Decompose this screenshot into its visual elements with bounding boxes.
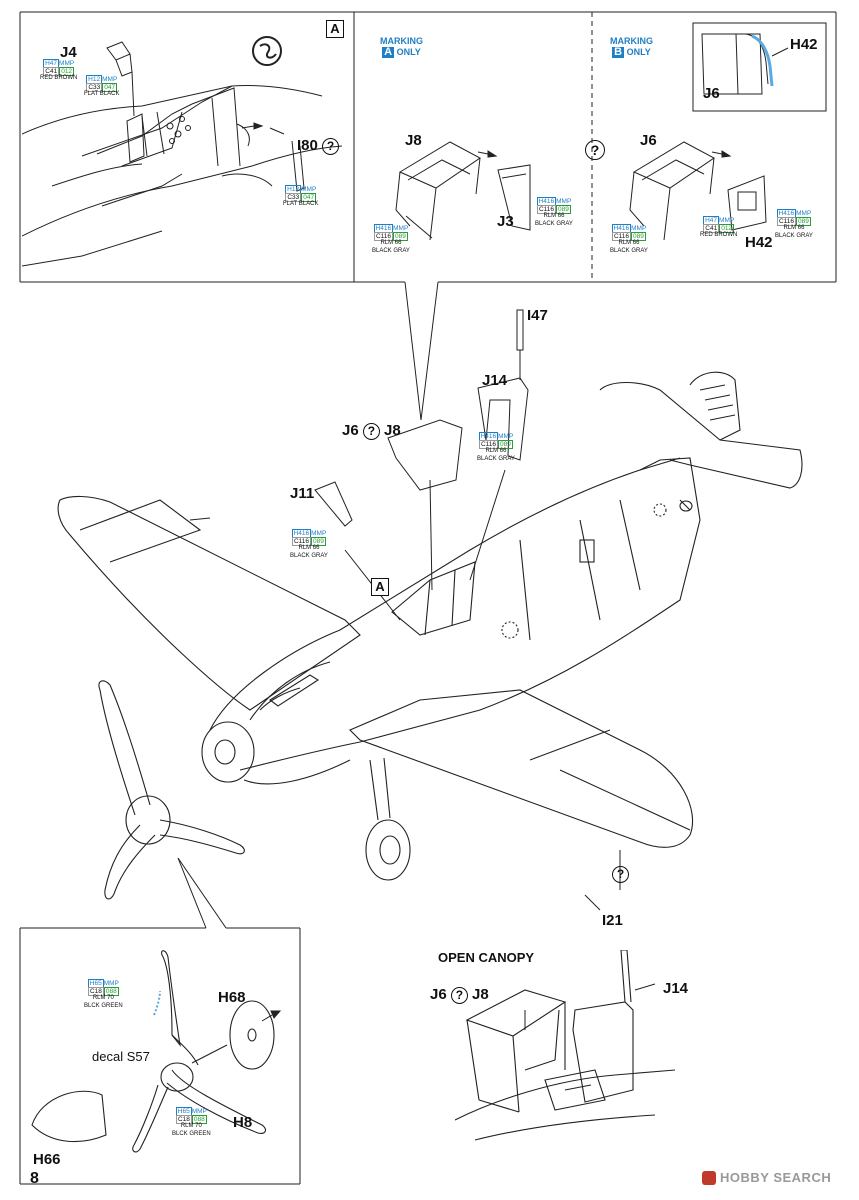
open-canopy-drawing: [455, 950, 676, 1141]
part-i21: I21: [602, 912, 623, 929]
part-i47: I47: [527, 307, 548, 324]
part-j14-open: J14: [663, 980, 689, 997]
part-h42-inset: H42: [790, 36, 818, 53]
part-j6-inset: J6: [703, 85, 720, 102]
step-a-box-label: A: [326, 20, 344, 38]
question-icon: ?: [362, 423, 380, 440]
part-h42-b: H42: [745, 234, 773, 251]
part-j8-a: J8: [405, 132, 422, 149]
aircraft-main-drawing: [57, 309, 803, 911]
part-j6-j8-open: J6 ? J8: [430, 986, 489, 1004]
part-j11: J11: [290, 485, 315, 502]
step-a-reference-box: A: [371, 578, 389, 596]
inset-box-drawing: [692, 22, 827, 112]
part-j14: J14: [482, 372, 508, 389]
marking-b-label: MARKING B ONLY: [610, 36, 653, 58]
question-icon: ?: [450, 987, 468, 1004]
canopy-parts-b-drawing: [629, 141, 767, 240]
part-j6-j8-main: J6 ? J8: [342, 422, 401, 440]
part-h8: H8: [233, 1114, 253, 1131]
open-canopy-title: OPEN CANOPY: [438, 950, 535, 965]
canopy-parts-a-drawing: [395, 141, 531, 241]
hobby-search-watermark: HOBBY SEARCH: [702, 1170, 831, 1185]
part-j4: J4: [60, 44, 77, 61]
part-j3: J3: [497, 213, 514, 230]
part-i80: I80 ?: [297, 137, 340, 155]
decal-s57-label: decal S57: [92, 1049, 150, 1064]
marking-a-label: MARKING A ONLY: [380, 36, 423, 58]
question-icon: ?: [322, 138, 340, 155]
part-h66: H66: [33, 1151, 61, 1168]
hobby-search-logo-icon: [702, 1170, 716, 1185]
page-number: 8: [30, 1170, 39, 1187]
question-icon: ?: [585, 140, 605, 160]
part-j6-b: J6: [640, 132, 657, 149]
question-icon: ?: [612, 866, 629, 883]
cockpit-detail-drawing: [22, 36, 343, 267]
propeller-detail-drawing: [31, 950, 282, 1153]
part-h68: H68: [218, 989, 246, 1006]
